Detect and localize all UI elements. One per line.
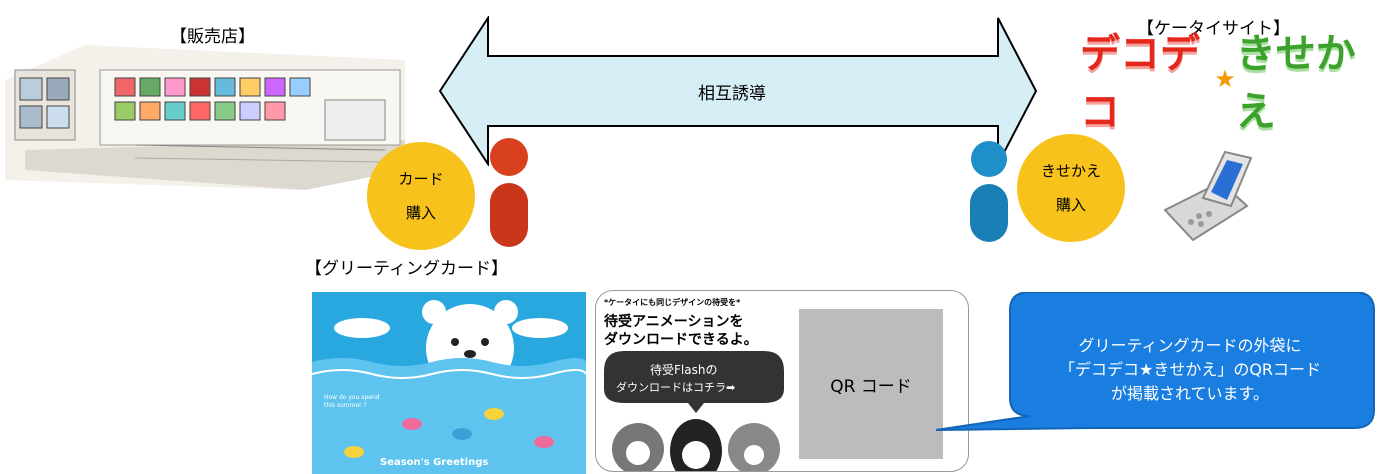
person-blue-icon: [970, 141, 1008, 242]
logo-text-left: デコデコ: [1080, 31, 1200, 135]
person-red-icon: [490, 138, 528, 247]
card-back-headline-1: 待受アニメーションを: [604, 314, 744, 330]
arrow-label: 相互誘導: [698, 84, 766, 104]
mobile-phone-icon: [1163, 150, 1253, 242]
mutual-guidance-arrow: [438, 16, 1038, 166]
card-purchase-badge: カード 購入: [367, 142, 475, 250]
store-label: 【販売店】: [170, 27, 255, 47]
logo-text-right: きせかえ: [1235, 31, 1356, 135]
animal-characters: [612, 419, 780, 471]
qr-code-label: QR コード: [830, 376, 912, 397]
callout-line3: が掲載されています。: [1111, 384, 1269, 403]
card-back: *ケータイにも同じデザインの待受を* 待受アニメーションを ダウンロードできるよ…: [595, 290, 969, 472]
kisekae-purchase-badge: きせかえ 購入: [1017, 134, 1125, 242]
kisekae-purchase-line1: きせかえ: [1040, 162, 1101, 180]
callout-bubble: [935, 292, 1375, 431]
qr-code-placeholder: QR コード: [799, 309, 943, 459]
callout-text: グリーティングカードの外袋に 「デコデコ★きせかえ」のQRコード が掲載されてい…: [1015, 334, 1365, 406]
card-purchase-line1: カード: [398, 170, 444, 188]
greeting-card-label: 【グリーティングカード】: [305, 259, 508, 279]
card-purchase-line2: 購入: [405, 204, 436, 222]
card-back-headline-2: ダウンロードできるよ。: [604, 332, 758, 348]
card-back-top-note: *ケータイにも同じデザインの待受を*: [604, 298, 741, 307]
card-front-small-text-1: How do you spend: [324, 394, 380, 401]
speech-bubble-line2: ダウンロードはコチラ➡: [616, 381, 736, 394]
speech-bubble-line1: 待受Flashの: [650, 363, 718, 377]
callout-line1: グリーティングカードの外袋に: [1078, 336, 1302, 355]
store-illustration: [5, 45, 405, 190]
decodeco-logo: デコデコ ★ きせかえ: [1080, 31, 1370, 135]
callout-line2: 「デコデコ★きせかえ」のQRコード: [1058, 360, 1322, 379]
logo-star: ★: [1214, 65, 1236, 93]
card-front-greeting: Season's Greetings: [380, 457, 489, 468]
card-front-small-text-2: this summer ?: [324, 402, 367, 409]
card-front: How do you spend this summer ? Season's …: [312, 292, 586, 474]
card-front-art: [312, 300, 586, 474]
speech-bubble: [604, 351, 784, 413]
mobile-site-label: 【ケータイサイト】: [1137, 19, 1290, 39]
kisekae-purchase-line2: 購入: [1055, 196, 1086, 214]
